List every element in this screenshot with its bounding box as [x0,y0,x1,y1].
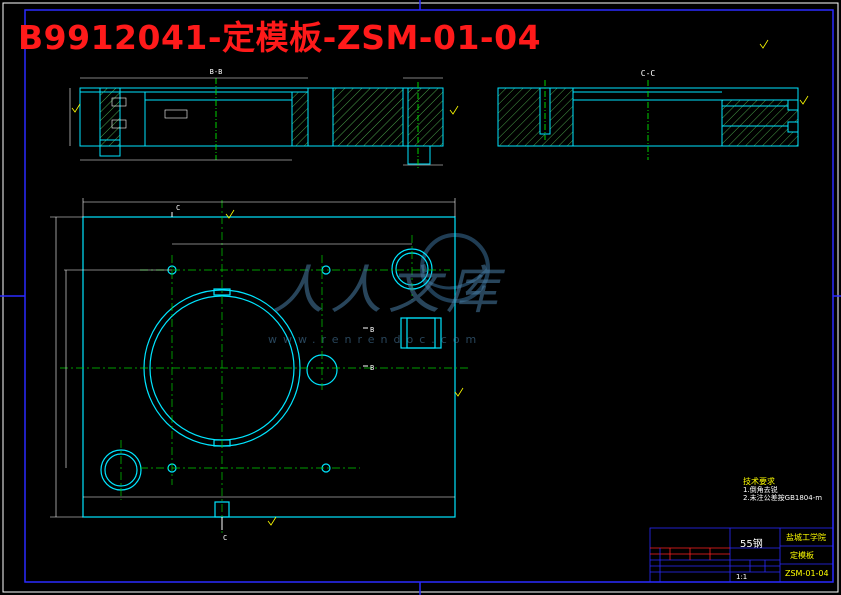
cut-label-c-top: C [176,204,180,212]
title-block-scale: 1:1 [736,573,748,581]
section-bb-label: B-B [210,68,223,76]
title-block-drawing-number: ZSM-01-04 [785,569,829,578]
title-block-school: 盐城工学院 [786,533,826,542]
technical-note-2: 2.未注公差按GB1804-m [743,494,823,502]
section-view-cc [497,80,799,160]
technical-notes: 技术要求 1.倒角去锐 2.未注公差按GB1804-m [743,477,823,503]
drawing-title: B9912041-定模板-ZSM-01-04 [18,18,542,57]
technical-notes-title: 技术要求 [743,477,775,486]
section-cc-label: C-C [641,69,656,78]
watermark-url: www.renrendoc.com [268,333,483,346]
cut-label-c-bottom: C [223,534,227,542]
roughness-symbols [71,39,809,526]
cut-label-b-lower: B [370,364,374,372]
cut-label-b-upper: B [370,326,374,334]
technical-note-1: 1.倒角去锐 [743,486,778,494]
watermark-text: 人人文库 [272,261,505,321]
cutting-plane-marks [171,212,368,530]
section-view-bb [69,77,444,170]
plan-dimensions [50,198,456,518]
plan-centerlines [60,200,470,535]
title-block-material: 55钢 [740,539,763,550]
title-block [649,527,834,583]
title-block-part-name: 定模板 [790,551,814,560]
